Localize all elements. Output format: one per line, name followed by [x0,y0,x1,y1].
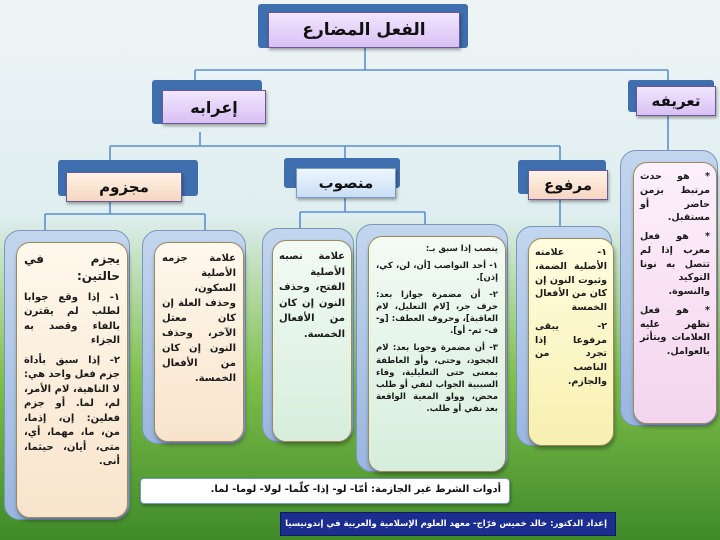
majzum-intro: يجزم في حالتين: [24,252,120,284]
mansub-sign-text: علامة نصبه الأصلية الفتح، وحذف النون إن … [279,251,345,340]
mansub-rules-card: ينصب إذا سبق بـ: ١- أحد النواصب [أن، لن،… [368,236,506,472]
credit-bar: إعداد الدكتور: خالد خميس فرّاج- معهد الع… [280,512,616,536]
non-jazim-text: أدوات الشرط غير الجازمة: أمّا- لو- إذا- … [210,484,501,495]
majzum-sign-text: علامة جزمه الأصلية السكون، وحذف العلة إن… [162,253,236,384]
definition-card: * هو حدث مرتبط بزمن حاضر أو مستقبل. * هو… [633,162,717,424]
majzum-sign-card: علامة جزمه الأصلية السكون، وحذف العلة إن… [154,242,244,442]
mansub-point-3: ٣- أن مضمرة وجوبا بعد: لام الجحود، وحتى،… [376,343,498,414]
mansub-point-2: ٢- أن مضمرة جوازا بعد: حرف جر، [لام التع… [376,290,498,337]
irab-header: إعرابه [162,90,266,124]
mansub-header-text: منصوب [318,174,374,192]
mansub-header: منصوب [296,168,396,198]
majzum-rules-card: يجزم في حالتين: ١- إذا وقع جوابا لطلب لم… [16,242,128,518]
definition-point-3: * هو فعل تظهر عليه العلامات ويتأثر بالعو… [640,304,710,358]
majzum-point-2: ٢- إذا سبق بأداة جزم فعل واحد هي: لا الن… [24,354,120,468]
credit-text: إعداد الدكتور: خالد خميس فرّاج- معهد الع… [285,519,607,529]
marfu-header: مرفوع [528,170,608,200]
definition-point-2: * هو فعل معرب إذا لم تتصل به نونا التوكي… [640,231,710,298]
marfu-header-text: مرفوع [543,176,593,194]
mansub-sign-card: علامة نصبه الأصلية الفتح، وحذف النون إن … [272,240,352,442]
marfu-card: ١- علامته الأصلية الضمة، وثبوت النون إن … [528,238,614,446]
mansub-point-1: ١- أحد النواصب [أن، لن، كي، إذن]. [376,261,498,284]
irab-header-text: إعرابه [190,97,238,117]
majzum-header-text: مجزوم [99,178,149,196]
definition-point-1: * هو حدث مرتبط بزمن حاضر أو مستقبل. [640,171,710,224]
majzum-header: مجزوم [66,172,182,202]
marfu-point-1: ١- علامته الأصلية الضمة، وثبوت النون إن … [535,247,607,314]
non-jazim-note: أدوات الشرط غير الجازمة: أمّا- لو- إذا- … [140,478,510,504]
title-text: الفعل المضارع [302,20,426,40]
definition-header: تعريفه [636,86,716,116]
marfu-point-2: ٢- يبقى مرفوعا إذا تجرد من الناصب والجاز… [535,320,607,387]
mansub-intro: ينصب إذا سبق بـ: [425,244,498,254]
definition-header-text: تعريفه [651,92,701,110]
majzum-point-1: ١- إذا وقع جوابا لطلب لم يقترن بالفاء وق… [24,291,120,347]
title-box: الفعل المضارع [268,12,460,48]
